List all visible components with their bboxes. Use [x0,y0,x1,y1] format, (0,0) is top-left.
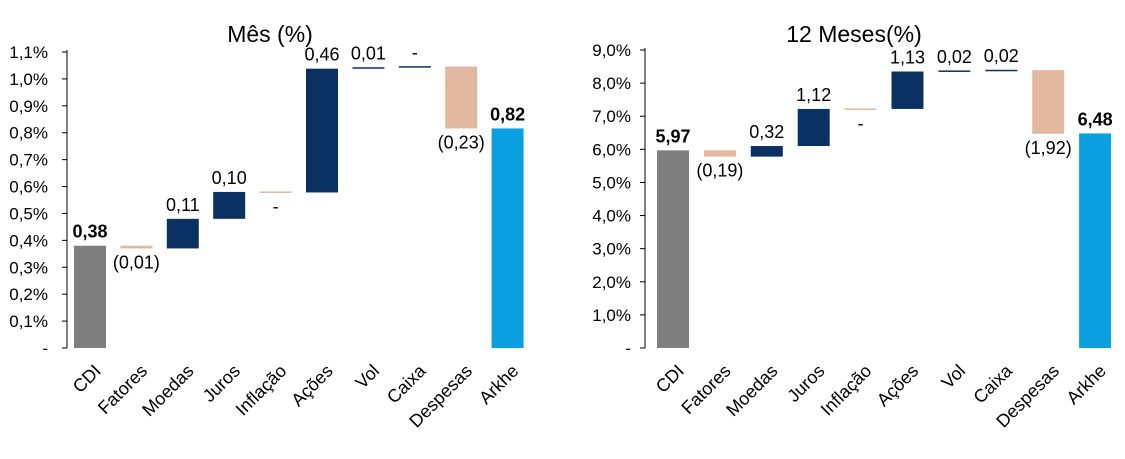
data-label-acoes: 1,13 [890,48,925,68]
y-axis: - 1,0% 2,0% 3,0% 4,0% 5,0% 6,0% 7,0% 8,0% 9,0% [592,41,646,358]
bar-cdi [657,150,689,348]
y-tick-label: 0,3% [9,258,48,277]
data-label-fatores: (0,19) [696,161,743,181]
bar-despesas [445,66,478,129]
y-axis: - 0,1% 0,2% 0,3% 0,4% 0,5% 0,6% 0,7% 0,8% 0,9% 1,0… [9,43,68,358]
bar-acoes [891,71,924,109]
data-label-cdi: 0,38 [72,222,107,242]
data-label-fatores: (0,01) [113,252,160,272]
y-tick-label: 1,1% [9,43,48,62]
bar-fatores [703,150,736,157]
bar-fatores [120,245,153,249]
chart-title: 12 Meses(%) [786,21,921,47]
bar-vol [352,67,385,69]
bar-moedas [750,146,783,157]
chart-title: Mês (%) [227,21,313,47]
x-tick-label-vol: Vol [937,361,969,393]
y-tick-label: 8,0% [592,74,631,93]
data-label-moedas: 0,11 [166,195,200,215]
data-label-despesas: (1,92) [1025,138,1072,158]
y-tick-label: 0,6% [9,178,48,197]
x-tick-label-cdi: CDI [69,361,105,397]
bar-acoes [306,68,338,193]
data-label-cdi: 5,97 [655,126,690,146]
bar-moedas [166,218,199,249]
data-label-juros: 1,12 [796,85,831,105]
data-label-vol: 0,01 [351,43,386,63]
data-label-moedas: 0,32 [749,122,784,142]
y-tick-label: 1,0% [9,70,48,89]
data-label-caixa: 0,02 [984,46,1019,66]
x-tick-label-inflacao: Inflação [232,361,291,420]
y-tick-label: 2,0% [592,273,631,292]
y-tick-label: 0,1% [9,312,48,331]
x-tick-label-moedas: Moedas [138,361,197,420]
y-tick-label: - [42,339,48,358]
bar-inflacao [844,108,877,110]
x-tick-label-vol: Vol [351,361,383,393]
data-label-inflacao: - [273,196,279,216]
x-tick-label-inflacao: Inflação [817,361,876,420]
x-tick-label-acoes: Ações [873,361,923,411]
y-tick-label: 0,7% [9,151,48,170]
y-tick-label: 7,0% [592,107,631,126]
bar-caixa [985,69,1018,72]
data-label-despesas: (0,23) [438,132,485,152]
y-tick-label: 4,0% [592,207,631,226]
x-tick-label-arkhe: Arkhe [1063,361,1110,408]
y-tick-label: 9,0% [592,41,631,60]
bar-juros [797,108,830,147]
data-label-inflacao: - [858,113,864,133]
y-tick-label: 0,5% [9,204,48,223]
bar-vol [938,70,971,72]
data-labels-layer: 0,38 (0,01) 0,11 0,10 - 0,46 0,01 - (0,23)0,82 [72,43,525,273]
y-tick-label: - [625,339,631,358]
y-tick-label: 6,0% [592,140,631,159]
x-tick-label-acoes: Ações [287,361,337,411]
twelve-month-waterfall-chart: 12 Meses(%) - 1,0% 2,0% 3,0% 4,0% 5,0% 6,0% 7,0… [592,21,1112,431]
data-label-juros: 0,10 [212,168,247,188]
x-tick-label-moedas: Moedas [722,361,781,420]
bar-inflacao [259,191,292,193]
data-labels-layer: 5,97 (0,19) 0,32 1,12 - 1,13 0,02 0,02 (1,92) 6,4… [655,46,1112,180]
y-tick-label: 0,8% [9,124,48,143]
data-label-caixa: - [412,43,418,63]
bar-despesas [1032,70,1065,134]
y-tick-label: 5,0% [592,173,631,192]
data-label-arkhe: 6,48 [1078,109,1113,129]
bar-arkhe [1079,133,1112,348]
bars-layer [657,69,1112,348]
y-tick-label: 3,0% [592,240,631,259]
bars-layer [74,66,524,348]
y-tick-label: 0,4% [9,231,48,250]
bar-caixa [398,66,431,68]
y-tick-label: 0,9% [9,97,48,116]
data-label-vol: 0,02 [937,47,972,67]
data-label-arkhe: 0,82 [490,104,525,124]
x-tick-label-cdi: CDI [652,361,688,397]
bar-juros [213,191,246,219]
bar-cdi [74,245,106,348]
data-label-acoes: 0,46 [304,45,339,65]
x-tick-label-arkhe: Arkhe [475,361,522,408]
bar-arkhe [491,128,524,348]
y-tick-label: 0,2% [9,285,48,304]
month-waterfall-chart: Mês (%) - 0,1% 0,2% 0,3% 0,4% 0,5% 0,6% 0,7% 0,8… [9,21,525,431]
y-tick-label: 1,0% [592,306,631,325]
